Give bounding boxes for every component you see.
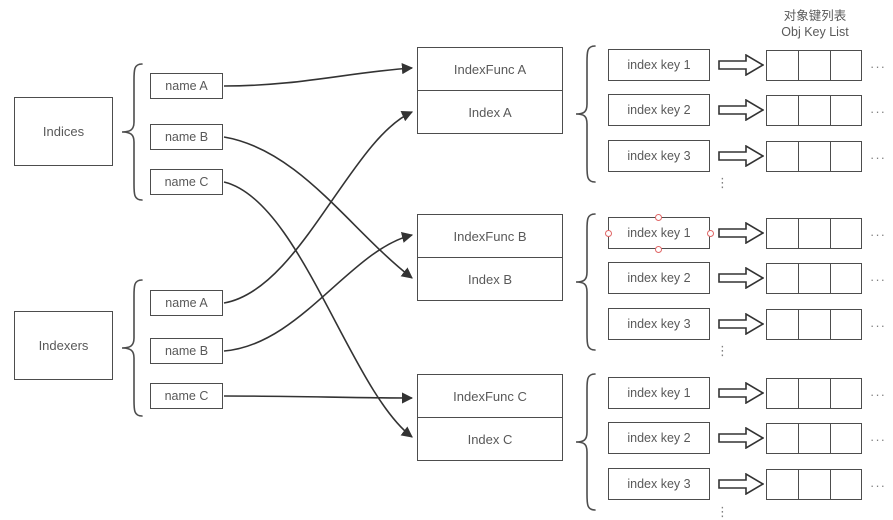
- obj-key-cell[interactable]: [767, 96, 799, 125]
- name-box-indices-b[interactable]: name B: [150, 124, 223, 150]
- group-ellipsis-c: ⋮: [716, 504, 729, 519]
- brace-indexers: [120, 278, 144, 418]
- obj-key-cell[interactable]: [799, 264, 831, 293]
- obj-key-cell[interactable]: [831, 379, 863, 408]
- row-ellipsis-a-1: ···: [870, 59, 886, 74]
- node-indexers[interactable]: Indexers: [14, 311, 113, 380]
- block-arrow-icon-a-1: [718, 54, 764, 76]
- selection-handle-top[interactable]: [655, 214, 662, 221]
- obj-key-cell[interactable]: [767, 424, 799, 453]
- block-arrow-icon-b-3: [718, 313, 764, 335]
- obj-key-cells-b-1[interactable]: [766, 218, 862, 249]
- edge-indices-nameC-to-indexC: [223, 181, 413, 438]
- key-box-b-3[interactable]: index key 3: [608, 308, 710, 340]
- obj-key-cells-c-3[interactable]: [766, 469, 862, 500]
- obj-key-cell[interactable]: [799, 470, 831, 499]
- name-box-indexers-a[interactable]: name A: [150, 290, 223, 316]
- obj-key-cell[interactable]: [767, 142, 799, 171]
- obj-key-cell[interactable]: [767, 51, 799, 80]
- obj-key-cells-a-2[interactable]: [766, 95, 862, 126]
- obj-key-cell[interactable]: [799, 51, 831, 80]
- obj-key-cell[interactable]: [831, 470, 863, 499]
- name-box-indices-c[interactable]: name C: [150, 169, 223, 195]
- brace-indices: [120, 62, 144, 202]
- key-box-b-1[interactable]: index key 1: [608, 217, 710, 249]
- node-indexfunc-c[interactable]: IndexFunc C: [417, 374, 563, 418]
- obj-key-cells-c-1[interactable]: [766, 378, 862, 409]
- node-indexfunc-a[interactable]: IndexFunc A: [417, 47, 563, 91]
- brace-keys-c: [575, 372, 597, 512]
- row-ellipsis-a-2: ···: [870, 104, 886, 119]
- obj-key-cell[interactable]: [831, 424, 863, 453]
- obj-key-cells-a-3[interactable]: [766, 141, 862, 172]
- row-ellipsis-b-2: ···: [870, 272, 886, 287]
- edge-indexers-nameB-to-indexfuncB: [223, 231, 414, 352]
- group-ellipsis-a: ⋮: [716, 175, 729, 190]
- obj-key-cell[interactable]: [799, 310, 831, 339]
- block-arrow-icon-c-2: [718, 427, 764, 449]
- brace-keys-a: [575, 44, 597, 184]
- node-index-c[interactable]: Index C: [417, 417, 563, 461]
- obj-key-cell[interactable]: [831, 51, 863, 80]
- obj-key-cells-a-1[interactable]: [766, 50, 862, 81]
- node-indexfunc-b[interactable]: IndexFunc B: [417, 214, 563, 258]
- brace-keys-b: [575, 212, 597, 352]
- block-arrow-icon-c-1: [718, 382, 764, 404]
- name-box-indexers-c[interactable]: name C: [150, 383, 223, 409]
- obj-key-cells-c-2[interactable]: [766, 423, 862, 454]
- block-arrow-icon-c-3: [718, 473, 764, 495]
- obj-key-cell[interactable]: [799, 96, 831, 125]
- row-ellipsis-a-3: ···: [870, 150, 886, 165]
- block-arrow-icon-a-2: [718, 99, 764, 121]
- edge-indices-nameB-to-indexB: [223, 136, 413, 279]
- name-box-indexers-b[interactable]: name B: [150, 338, 223, 364]
- obj-key-cell[interactable]: [831, 264, 863, 293]
- group-ellipsis-b: ⋮: [716, 343, 729, 358]
- key-box-b-2[interactable]: index key 2: [608, 262, 710, 294]
- obj-key-list-header: 对象键列表 Obj Key List: [760, 8, 870, 40]
- obj-key-list-header-cn: 对象键列表: [783, 9, 847, 23]
- edge-indexers-nameC-to-indexfuncC: [223, 392, 414, 404]
- obj-key-cells-b-2[interactable]: [766, 263, 862, 294]
- node-indices[interactable]: Indices: [14, 97, 113, 166]
- obj-key-cell[interactable]: [799, 219, 831, 248]
- row-ellipsis-c-2: ···: [870, 432, 886, 447]
- edge-indexers-nameA-to-indexA: [223, 111, 414, 304]
- row-ellipsis-b-3: ···: [870, 318, 886, 333]
- obj-key-cell[interactable]: [767, 219, 799, 248]
- block-arrow-icon-a-3: [718, 145, 764, 167]
- key-box-a-2[interactable]: index key 2: [608, 94, 710, 126]
- obj-key-cell[interactable]: [799, 142, 831, 171]
- key-box-a-3[interactable]: index key 3: [608, 140, 710, 172]
- key-box-c-3[interactable]: index key 3: [608, 468, 710, 500]
- obj-key-cell[interactable]: [831, 219, 863, 248]
- block-arrow-icon-b-1: [718, 222, 764, 244]
- row-ellipsis-c-1: ···: [870, 387, 886, 402]
- node-index-b[interactable]: Index B: [417, 257, 563, 301]
- selection-handle-right[interactable]: [707, 230, 714, 237]
- obj-key-cell[interactable]: [799, 424, 831, 453]
- selection-handle-bottom[interactable]: [655, 246, 662, 253]
- obj-key-list-header-en: Obj Key List: [781, 25, 849, 39]
- obj-key-cell[interactable]: [831, 96, 863, 125]
- obj-key-cell[interactable]: [831, 142, 863, 171]
- obj-key-cells-b-3[interactable]: [766, 309, 862, 340]
- selection-handle-left[interactable]: [605, 230, 612, 237]
- edge-indices-nameA-to-indexfuncA: [223, 63, 414, 87]
- obj-key-cell[interactable]: [799, 379, 831, 408]
- row-ellipsis-c-3: ···: [870, 478, 886, 493]
- obj-key-cell[interactable]: [767, 310, 799, 339]
- node-index-a[interactable]: Index A: [417, 90, 563, 134]
- obj-key-cell[interactable]: [767, 379, 799, 408]
- key-box-c-2[interactable]: index key 2: [608, 422, 710, 454]
- key-box-a-1[interactable]: index key 1: [608, 49, 710, 81]
- row-ellipsis-b-1: ···: [870, 227, 886, 242]
- block-arrow-icon-b-2: [718, 267, 764, 289]
- obj-key-cell[interactable]: [767, 470, 799, 499]
- obj-key-cell[interactable]: [767, 264, 799, 293]
- obj-key-cell[interactable]: [831, 310, 863, 339]
- key-box-c-1[interactable]: index key 1: [608, 377, 710, 409]
- name-box-indices-a[interactable]: name A: [150, 73, 223, 99]
